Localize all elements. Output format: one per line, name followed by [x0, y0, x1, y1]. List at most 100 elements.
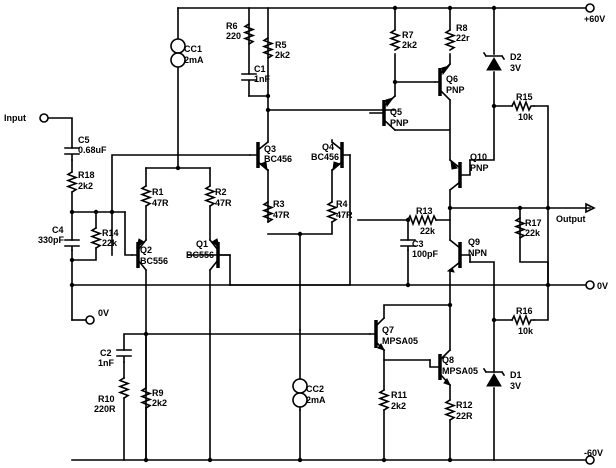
q8-type: MPSA05 — [442, 366, 478, 376]
gnd-label-right: 0V — [597, 281, 608, 291]
junction-dot — [69, 257, 75, 263]
junction-dot — [93, 209, 99, 215]
gnd-terminal-left[interactable] — [85, 315, 95, 325]
resistor-symbols — [65, 22, 535, 422]
junction-dot — [69, 209, 75, 215]
r7-value: 2k2 — [402, 40, 417, 50]
resistor-r1 — [139, 184, 153, 208]
junction-dot — [175, 165, 181, 171]
c5-ref: C5 — [78, 135, 90, 145]
input-terminal[interactable] — [39, 113, 49, 123]
q6-ref: Q6 — [446, 74, 458, 84]
q1-type: BC556 — [186, 250, 214, 260]
junction-dot — [207, 457, 213, 463]
junction-dot — [545, 205, 551, 211]
junction-dot — [491, 5, 497, 11]
resistor-r17 — [513, 216, 527, 240]
r18-ref: R18 — [78, 170, 95, 180]
r12-value: 22R — [456, 411, 473, 421]
q3-type: BC456 — [264, 154, 292, 164]
r9-value: 2k2 — [152, 398, 167, 408]
capacitor-c2 — [116, 349, 132, 363]
r3-value: 47R — [273, 210, 290, 220]
resistor-r11 — [377, 388, 391, 412]
capacitor-c3 — [400, 239, 416, 251]
cc1-ref: CC1 — [184, 44, 202, 54]
transistor-q1 — [208, 238, 231, 272]
r6-ref: R6 — [226, 21, 238, 31]
resistor-r9 — [139, 386, 153, 410]
r17-ref: R17 — [525, 218, 542, 228]
cc2-value: 2mA — [306, 395, 326, 405]
q1-ref: Q1 — [196, 239, 208, 249]
q2-type: BC556 — [140, 256, 168, 266]
r3-ref: R3 — [273, 199, 285, 209]
d2-ref: D2 — [510, 52, 522, 62]
capacitor-c1 — [241, 73, 257, 97]
neg-rail-terminal[interactable] — [585, 455, 595, 465]
c4-ref: C4 — [52, 225, 64, 235]
current-source-symbols — [170, 38, 308, 411]
q2-ref: Q2 — [140, 245, 152, 255]
cc2-ref: CC2 — [306, 384, 324, 394]
pos-rail-label: +60V — [584, 14, 605, 24]
r7-ref: R7 — [402, 30, 414, 40]
gnd-terminal[interactable] — [585, 280, 595, 290]
q8-ref: Q8 — [442, 355, 454, 365]
r15-ref: R15 — [516, 92, 533, 102]
current-source-cc2-upper — [292, 378, 308, 394]
resistor-r10 — [117, 376, 131, 400]
junction-dot — [545, 282, 551, 288]
r11-value: 2k2 — [391, 401, 406, 411]
q9-type: NPN — [468, 248, 487, 258]
d2-value: 3V — [510, 63, 521, 73]
resistor-r14 — [89, 226, 103, 250]
q10-type: PNP — [470, 163, 489, 173]
junction-dot — [265, 107, 271, 113]
current-source-cc1-upper — [170, 38, 186, 54]
resistor-r16 — [510, 313, 535, 327]
r4-ref: R4 — [336, 199, 348, 209]
transistor-q5 — [369, 94, 397, 132]
r18-value: 2k2 — [78, 181, 93, 191]
gnd-label-left: 0V — [98, 308, 109, 318]
r1-value: 47R — [152, 198, 169, 208]
transistor-q4 — [330, 139, 351, 203]
c2-ref: C2 — [100, 348, 112, 358]
r8-value: 22r — [456, 33, 470, 43]
resistor-r3 — [261, 200, 275, 224]
c3-ref: C3 — [412, 239, 424, 249]
current-source-cc2-lower — [292, 392, 308, 408]
r2-value: 47R — [215, 198, 232, 208]
junction-dot — [447, 5, 453, 11]
resistor-r7 — [388, 28, 402, 52]
output-arrow-icon[interactable] — [585, 202, 596, 214]
pos-rail-terminal[interactable] — [585, 3, 595, 13]
cc1-value: 2mA — [184, 55, 204, 65]
junction-dot — [297, 231, 303, 237]
junction-dot — [491, 317, 497, 323]
junction-dot — [381, 457, 387, 463]
d1-value: 3V — [510, 381, 521, 391]
junction-dot — [392, 79, 398, 85]
resistor-r12 — [443, 398, 457, 422]
resistor-r4 — [325, 200, 339, 224]
r16-ref: R16 — [516, 306, 533, 316]
r4-value: 47R — [336, 210, 353, 220]
r8-ref: R8 — [456, 23, 468, 33]
junction-dot — [517, 205, 523, 211]
r16-value: 10k — [518, 326, 534, 336]
capacitor-c4 — [64, 239, 80, 251]
transistor-q9 — [446, 238, 471, 273]
r12-ref: R12 — [456, 400, 473, 410]
junction-dot — [405, 282, 411, 288]
r14-ref: R14 — [102, 228, 119, 238]
r14-value: 22k — [102, 238, 118, 248]
transistor-q2 — [131, 238, 148, 272]
transistor-q6 — [434, 62, 452, 102]
transistor-q8 — [429, 348, 452, 387]
q3-ref: Q3 — [264, 144, 276, 154]
junction-dot — [265, 93, 271, 99]
neg-rail-label: -60V — [584, 448, 603, 458]
